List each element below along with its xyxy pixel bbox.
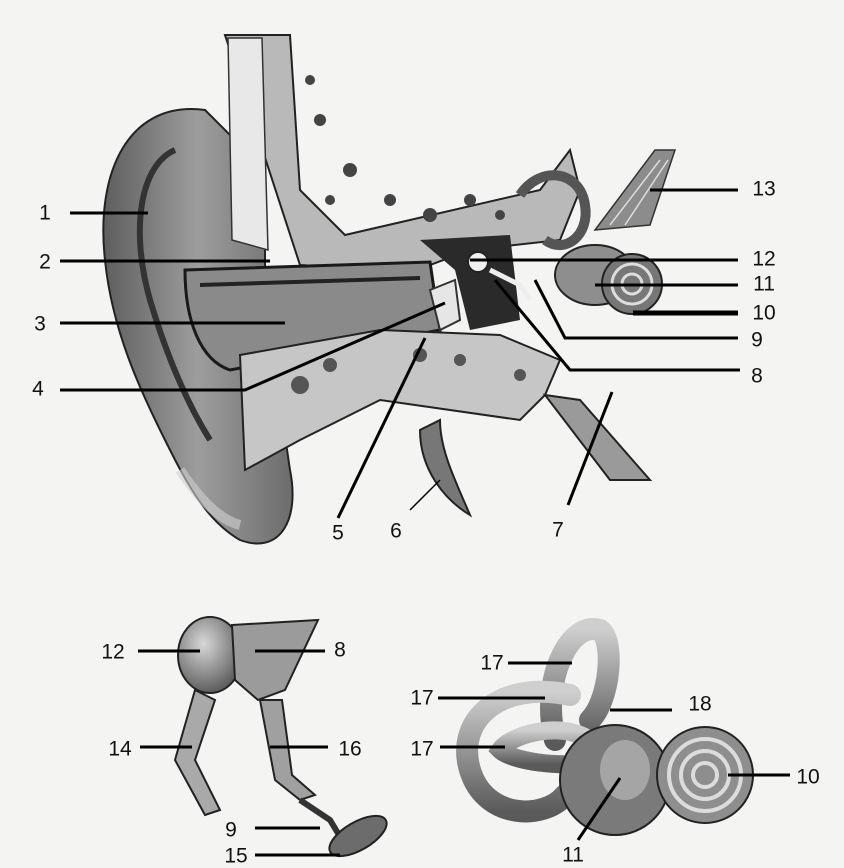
labyrinth-label-18: 18 (688, 694, 711, 715)
ossicle-label-15: 15 (224, 846, 247, 867)
label-8: 8 (751, 366, 763, 387)
labyrinth-label-10: 10 (796, 767, 819, 788)
labyrinth-label-17c: 17 (410, 739, 433, 760)
label-12: 12 (752, 249, 775, 270)
label-6: 6 (390, 521, 402, 542)
ossicle-label-8: 8 (334, 640, 346, 661)
ossicle-label-12: 12 (101, 642, 124, 663)
label-4: 4 (32, 379, 44, 400)
label-3: 3 (34, 314, 46, 335)
lower-bone (240, 330, 560, 470)
labyrinth-label-17a: 17 (480, 653, 503, 674)
labyrinth-detail (467, 629, 753, 835)
eustachian-tube (420, 395, 650, 515)
label-13: 13 (752, 179, 775, 200)
label-10: 10 (752, 303, 775, 324)
ossicle-label-16: 16 (338, 739, 361, 760)
ossicle-label-9: 9 (225, 820, 237, 841)
label-11: 11 (753, 274, 775, 295)
label-9: 9 (751, 330, 763, 351)
label-5: 5 (332, 523, 344, 544)
label-1: 1 (39, 203, 51, 224)
ossicle-label-14: 14 (108, 739, 131, 760)
labyrinth-label-17b: 17 (410, 688, 433, 709)
skull-bone (225, 35, 580, 270)
leader-line-6 (410, 480, 440, 510)
label-2: 2 (39, 252, 51, 273)
labyrinth-label-11: 11 (562, 845, 584, 866)
label-7: 7 (552, 520, 564, 541)
